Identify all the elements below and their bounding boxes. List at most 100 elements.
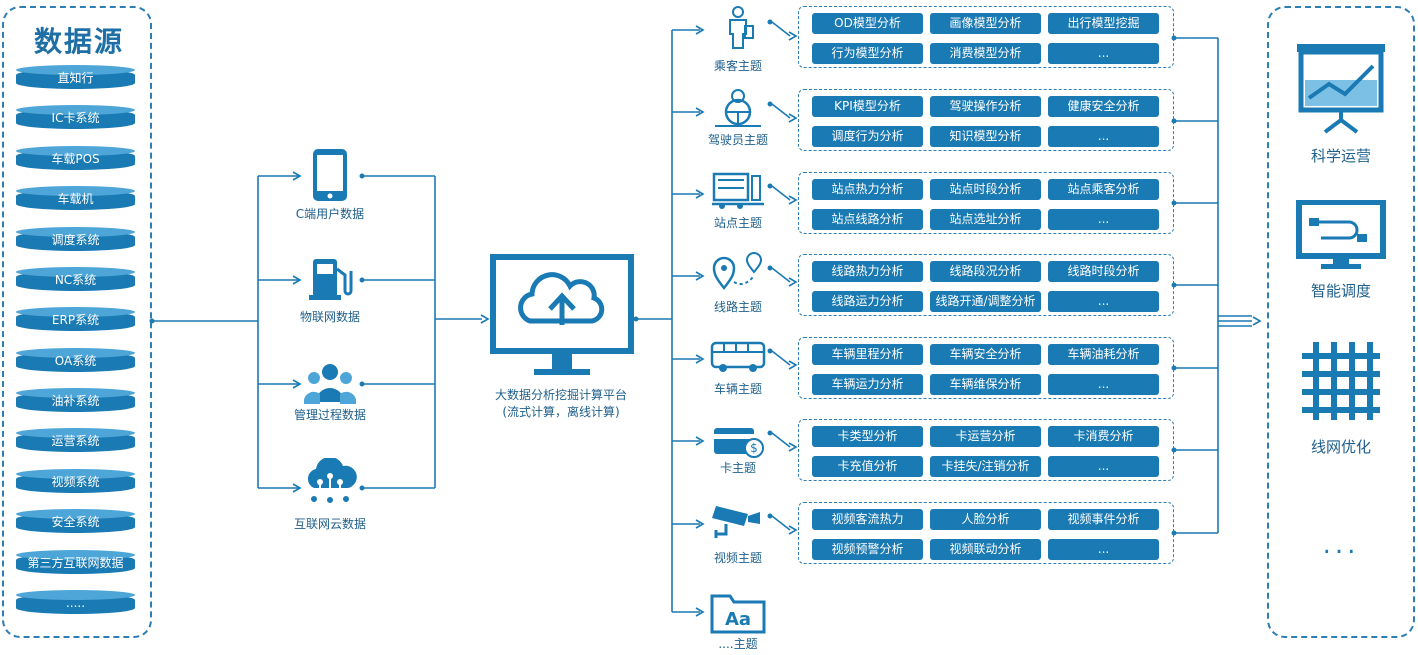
cloud-network-icon (302, 456, 358, 508)
analysis-chip[interactable]: 卡消费分析 (1048, 426, 1159, 447)
analysis-chip[interactable]: 站点乘客分析 (1048, 179, 1159, 200)
analysis-chip[interactable]: 消费模型分析 (930, 43, 1041, 64)
analysis-chip[interactable]: ... (1048, 374, 1159, 395)
connector-arrow (788, 360, 798, 370)
analysis-chip[interactable]: 车辆油耗分析 (1048, 344, 1159, 365)
fuel-pump-icon (302, 255, 358, 305)
output-label: 线网优化 (1310, 438, 1371, 456)
topic-analysis-group: 卡类型分析卡运营分析卡消费分析卡充值分析卡挂失/注销分析... (798, 419, 1174, 481)
grid-network-icon (1295, 338, 1387, 428)
analysis-chip[interactable]: 站点选址分析 (930, 209, 1041, 230)
connector-dot (1171, 365, 1177, 371)
connector-arrow (788, 195, 798, 205)
connector-dot (1171, 282, 1177, 288)
connector-dot (767, 430, 773, 436)
svg-text:Aa: Aa (725, 609, 751, 630)
analysis-chip[interactable]: KPI模型分析 (812, 96, 923, 117)
connector-arrow (695, 189, 705, 199)
data-source-label: OA系统 (54, 354, 97, 368)
connector-line (771, 267, 791, 283)
analysis-chip[interactable]: 线路运力分析 (812, 291, 923, 312)
topic-label: 线路主题 (713, 300, 762, 314)
connector-dot (767, 348, 773, 354)
analysis-chip[interactable]: ... (1048, 43, 1159, 64)
analysis-chip[interactable]: 线路时段分析 (1048, 261, 1159, 282)
analysis-chip[interactable]: 视频联动分析 (930, 539, 1041, 560)
analysis-chip[interactable]: 卡挂失/注销分析 (930, 456, 1041, 477)
connector-arrow (695, 25, 705, 35)
analysis-chip[interactable]: 车辆运力分析 (812, 374, 923, 395)
connector-arrow (695, 607, 705, 617)
connector-dot (359, 173, 365, 179)
analysis-chip[interactable]: 站点热力分析 (812, 179, 923, 200)
data-source-panel: 数据源 (2, 6, 152, 638)
connector-dot (1171, 118, 1177, 124)
data-source-item: 调度系统 (16, 227, 135, 253)
connector-arrow (292, 171, 302, 181)
connector-arrow (788, 525, 798, 535)
analysis-chip[interactable]: 线路段况分析 (930, 261, 1041, 282)
analysis-chip[interactable]: 车辆里程分析 (812, 344, 923, 365)
output-label: 智能调度 (1310, 282, 1371, 300)
connector-arrow (695, 436, 705, 446)
data-source-label: 运营系统 (51, 434, 100, 448)
connector-line (771, 515, 791, 531)
analysis-chip[interactable]: 线路热力分析 (812, 261, 923, 282)
station-icon (708, 170, 768, 214)
connector-dot (359, 277, 365, 283)
topic-label: 车辆主题 (713, 382, 762, 396)
bus-icon (708, 340, 768, 378)
analysis-chip[interactable]: 画像模型分析 (930, 13, 1041, 34)
analysis-chip[interactable]: ... (1048, 291, 1159, 312)
analysis-chip[interactable]: ... (1048, 539, 1159, 560)
connector-line (771, 21, 791, 37)
driver-icon (708, 88, 768, 132)
analysis-chip[interactable]: 驾驶操作分析 (930, 96, 1041, 117)
analysis-chip[interactable]: 卡运营分析 (930, 426, 1041, 447)
connector-arrow (292, 379, 302, 389)
connector-dot (1171, 447, 1177, 453)
connector-dot (1171, 530, 1177, 536)
analysis-chip[interactable]: 视频事件分析 (1048, 509, 1159, 530)
analysis-chip[interactable]: 车辆安全分析 (930, 344, 1041, 365)
analysis-chip[interactable]: 卡类型分析 (812, 426, 923, 447)
analysis-chip[interactable]: 视频预警分析 (812, 539, 923, 560)
analysis-chip[interactable]: ... (1048, 126, 1159, 147)
passenger-icon (708, 6, 768, 54)
dispatch-screen-icon (1295, 199, 1387, 276)
cloud-monitor-icon (490, 254, 634, 375)
analysis-chip[interactable]: 站点线路分析 (812, 209, 923, 230)
output-panel (1267, 6, 1415, 638)
connector-line (771, 185, 791, 201)
data-source-item: ..... (16, 590, 135, 616)
connector-dot (767, 265, 773, 271)
route-map-icon (708, 252, 768, 296)
connector-arrow (695, 271, 705, 281)
analysis-chip[interactable]: ... (1048, 456, 1159, 477)
data-source-item: 油补系统 (16, 388, 135, 414)
analysis-chip[interactable]: ... (1048, 209, 1159, 230)
data-source-item: ERP系统 (16, 307, 135, 333)
analysis-chip[interactable]: 站点时段分析 (930, 179, 1041, 200)
data-source-title: 数据源 (33, 25, 124, 58)
analysis-chip[interactable]: 行为模型分析 (812, 43, 923, 64)
analysis-chip[interactable]: 视频客流热力 (812, 509, 923, 530)
analysis-chip[interactable]: 卡充值分析 (812, 456, 923, 477)
card-icon: $ (708, 424, 768, 464)
analysis-chip[interactable]: 健康安全分析 (1048, 96, 1159, 117)
analysis-chip[interactable]: OD模型分析 (812, 13, 923, 34)
platform-subtitle: (流式计算，离线计算) (502, 405, 620, 419)
connector-line (771, 350, 791, 366)
middle-data-label: C端用户数据 (295, 207, 365, 221)
analysis-chip[interactable]: 知识模型分析 (930, 126, 1041, 147)
analysis-chip[interactable]: 车辆维保分析 (930, 374, 1041, 395)
data-source-item: 车载机 (16, 186, 135, 212)
data-source-label: ..... (65, 596, 86, 610)
analysis-chip[interactable]: 人脸分析 (930, 509, 1041, 530)
analysis-chip[interactable]: 调度行为分析 (812, 126, 923, 147)
topic-analysis-group: KPI模型分析驾驶操作分析健康安全分析调度行为分析知识模型分析... (798, 89, 1174, 151)
connector-dot (767, 513, 773, 519)
analysis-chip[interactable]: 线路开通/调整分析 (930, 291, 1041, 312)
folder-icon: Aa (708, 590, 768, 638)
analysis-chip[interactable]: 出行模型挖掘 (1048, 13, 1159, 34)
